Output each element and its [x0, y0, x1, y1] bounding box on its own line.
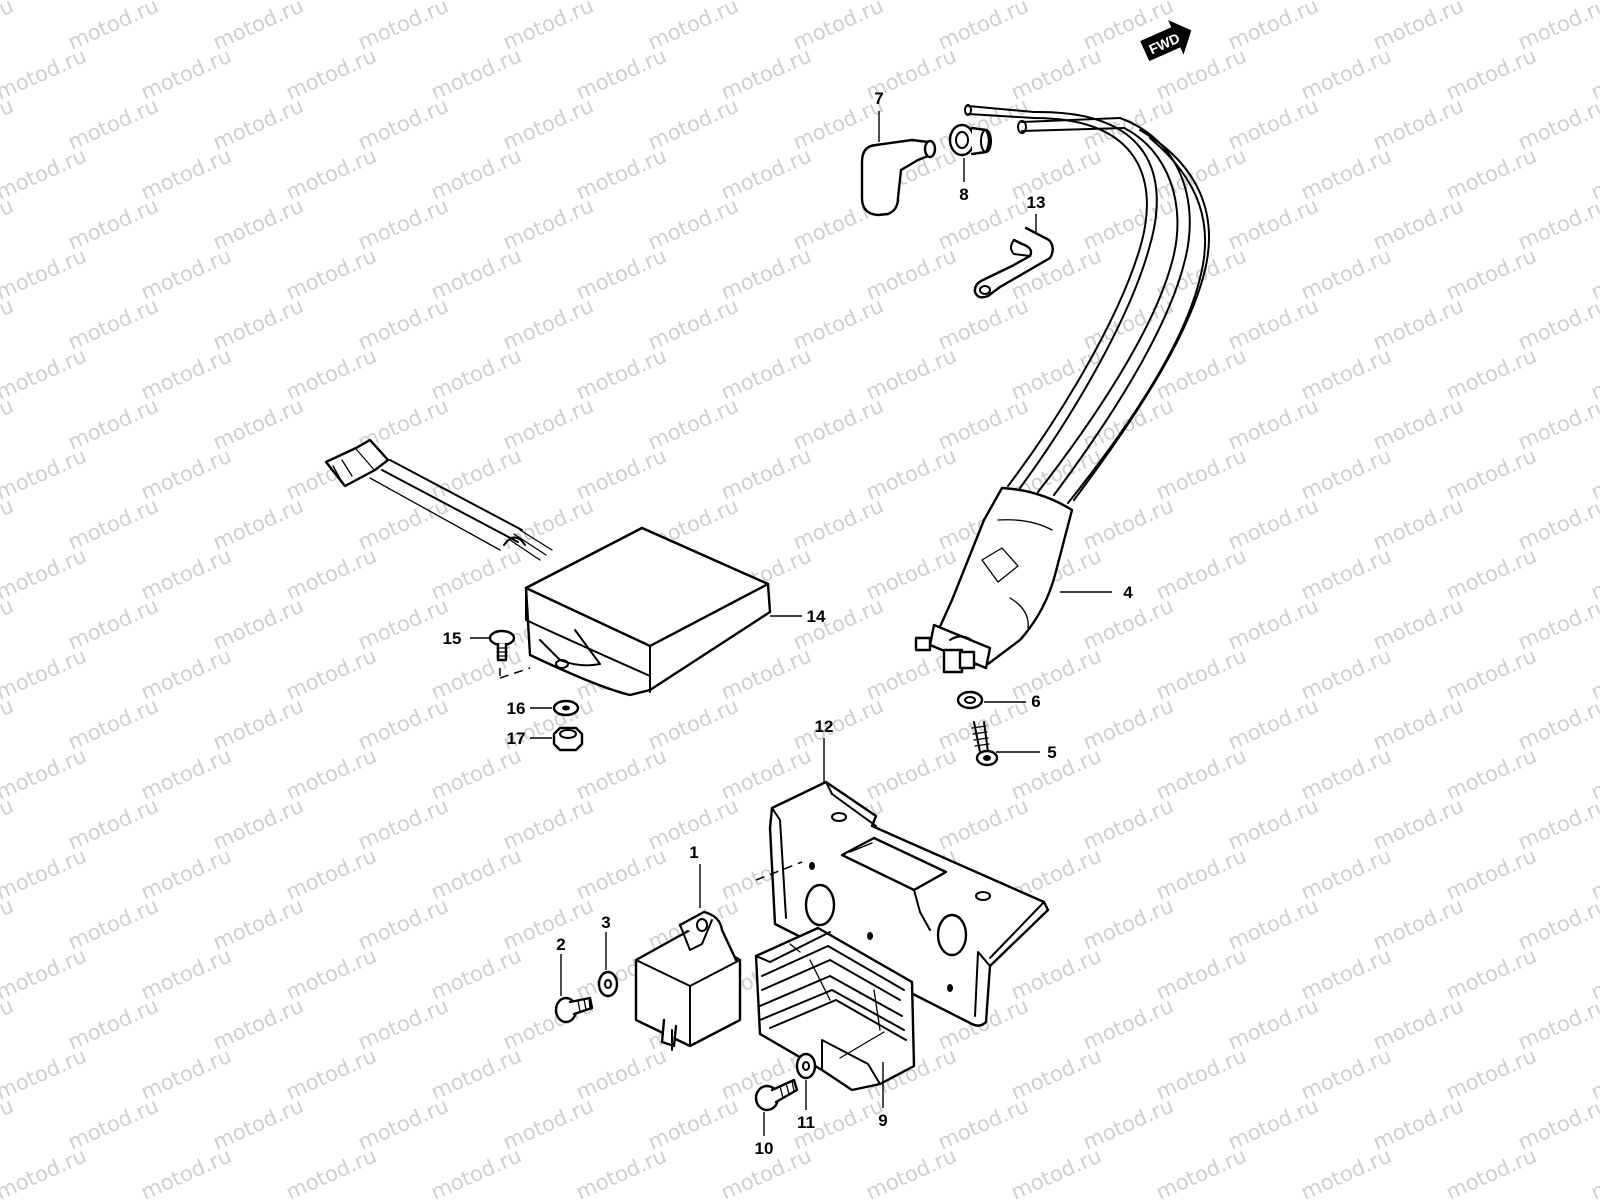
watermark-text: motod.ru: [0, 293, 17, 354]
part-12-bracket: [768, 780, 1050, 1027]
callout-17: 17: [507, 729, 526, 748]
part-4-ignition-coil-lead: [914, 104, 1210, 674]
callout-13: 13: [1027, 193, 1046, 212]
watermark-text: motod.ru: [1007, 1143, 1105, 1200]
watermark-text: motod.ru: [0, 993, 17, 1054]
callout-8: 8: [959, 185, 968, 204]
part-14-cdi-unit: [324, 438, 772, 697]
callout-16: 16: [507, 699, 526, 718]
part-13-ground-strap: [973, 226, 1054, 299]
callout-labels: 1 2 3 4 5 6 7 8 9 10 11 12 13 14 15 16 1…: [443, 89, 1134, 1158]
callout-4: 4: [1123, 583, 1133, 602]
part-11-washer: [795, 1052, 817, 1080]
watermark-text: motod.ru: [0, 93, 17, 154]
callout-5: 5: [1047, 743, 1056, 762]
part-15-assembly-line: [499, 667, 531, 679]
watermark-text: motod.ru: [0, 193, 17, 254]
watermark-text: motod.ru: [0, 143, 90, 204]
watermark-text: motod.ru: [0, 943, 90, 1004]
watermark-text: motod.ru: [0, 743, 90, 804]
leader-lines: [470, 111, 1112, 1136]
watermark-text: motod.ru: [0, 0, 90, 5]
watermark-text: motod.ru: [427, 1143, 525, 1200]
watermark-text: motod.ru: [0, 493, 17, 554]
part-8-grommet: [948, 123, 992, 157]
callout-14: 14: [807, 607, 826, 626]
watermark-text: motod.ru: [137, 1143, 235, 1200]
part-10-screw: [754, 1078, 799, 1112]
watermark-text: motod.ru: [862, 1143, 960, 1200]
watermark-text: motod.ru: [0, 843, 90, 904]
watermark-text: motod.ru: [0, 793, 17, 854]
part-1-relay: [634, 910, 742, 1051]
part-6-washer: [956, 690, 984, 710]
watermark-text: motod.ru: [0, 343, 90, 404]
part-17-nut: [552, 726, 584, 752]
callout-3: 3: [601, 913, 610, 932]
callout-10: 10: [755, 1139, 774, 1158]
watermark-text: motod.ru: [1152, 1143, 1250, 1200]
watermark-text: motod.ru: [1442, 1143, 1540, 1200]
callout-15: 15: [443, 629, 462, 648]
watermark-text: motod.ru: [0, 0, 17, 55]
callout-9: 9: [878, 1111, 887, 1130]
watermark-text: motod.ru: [0, 693, 17, 754]
part-5-bolt: [971, 721, 999, 767]
callout-2: 2: [556, 935, 565, 954]
watermark-text: motod.ru: [0, 243, 90, 304]
watermark-text: motod.ru: [0, 393, 17, 454]
watermark-text: motod.ru: [572, 1143, 670, 1200]
watermark-text: motod.ru: [0, 443, 90, 504]
watermark-text: motod.ru: [282, 1143, 380, 1200]
callout-1: 1: [689, 843, 698, 862]
watermark-text: motod.ru: [0, 43, 90, 104]
part-3-washer: [597, 970, 619, 998]
callout-7: 7: [874, 89, 883, 108]
watermark-text: motod.ru: [0, 1093, 17, 1154]
watermark-text: motod.ru: [0, 1143, 90, 1200]
watermark-text: motod.ru: [0, 543, 90, 604]
watermark-text: motod.ru: [0, 893, 17, 954]
callout-12: 12: [815, 717, 834, 736]
watermark-text: motod.ru: [0, 643, 90, 704]
part-1-assembly-line: [755, 861, 803, 881]
callout-6: 6: [1031, 692, 1040, 711]
callout-11: 11: [797, 1113, 815, 1132]
watermark-text: motod.ru: [1587, 1143, 1600, 1200]
part-2-screw: [554, 996, 594, 1024]
watermark-text: motod.ru: [0, 1043, 90, 1104]
watermark-text: motod.ru: [0, 593, 17, 654]
part-9-regulator: [754, 926, 916, 1092]
watermark-text: motod.ru: [1297, 1143, 1395, 1200]
part-7-cap: [860, 138, 937, 217]
part-16-washer: [552, 699, 580, 717]
